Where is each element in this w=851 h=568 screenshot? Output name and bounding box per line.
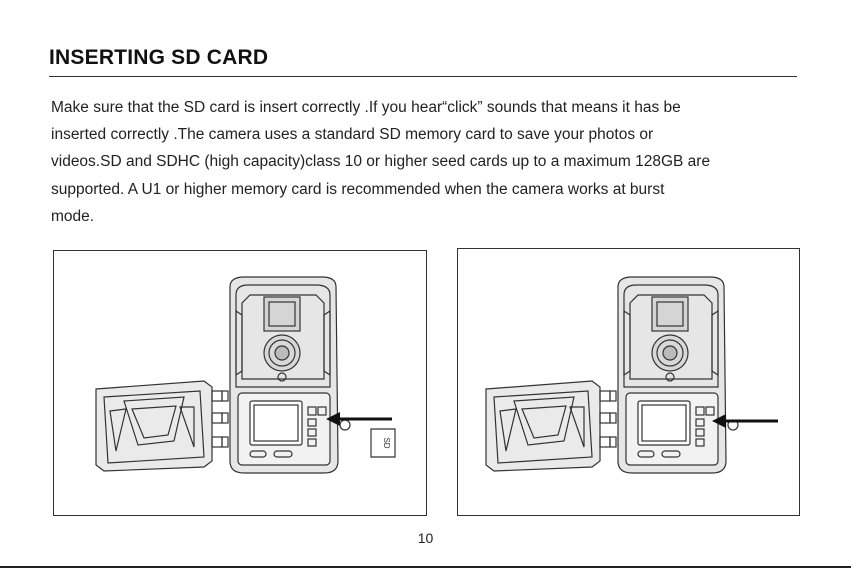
- page-title: INSERTING SD CARD: [49, 46, 269, 69]
- paragraph-line: inserted correctly .The camera uses a st…: [51, 126, 654, 144]
- illustration-card-inserted: [457, 248, 800, 516]
- paragraph-line: Make sure that the SD card is insert cor…: [51, 99, 681, 116]
- footer-divider: [0, 566, 851, 568]
- title-divider: [49, 76, 797, 77]
- arrow-left-icon: [712, 414, 778, 428]
- illustration-insert-card: SD: [53, 250, 427, 516]
- trail-camera-open-with-sd-card-illustration: SD: [95, 276, 396, 474]
- arrow-left-icon: [326, 412, 392, 426]
- sd-card-icon: SD: [370, 428, 396, 458]
- instruction-paragraph: Make sure that the SD card is insert cor…: [51, 94, 811, 230]
- paragraph-line: mode.: [51, 207, 95, 225]
- paragraph-line: videos.SD and SDHC (high capacity)class …: [51, 153, 711, 171]
- page-number: 10: [417, 530, 434, 546]
- sd-card-label: SD: [382, 437, 391, 448]
- trail-camera-open-card-inserted-illustration: [485, 276, 778, 474]
- paragraph-line: supported. A U1 or higher memory card is…: [51, 180, 665, 198]
